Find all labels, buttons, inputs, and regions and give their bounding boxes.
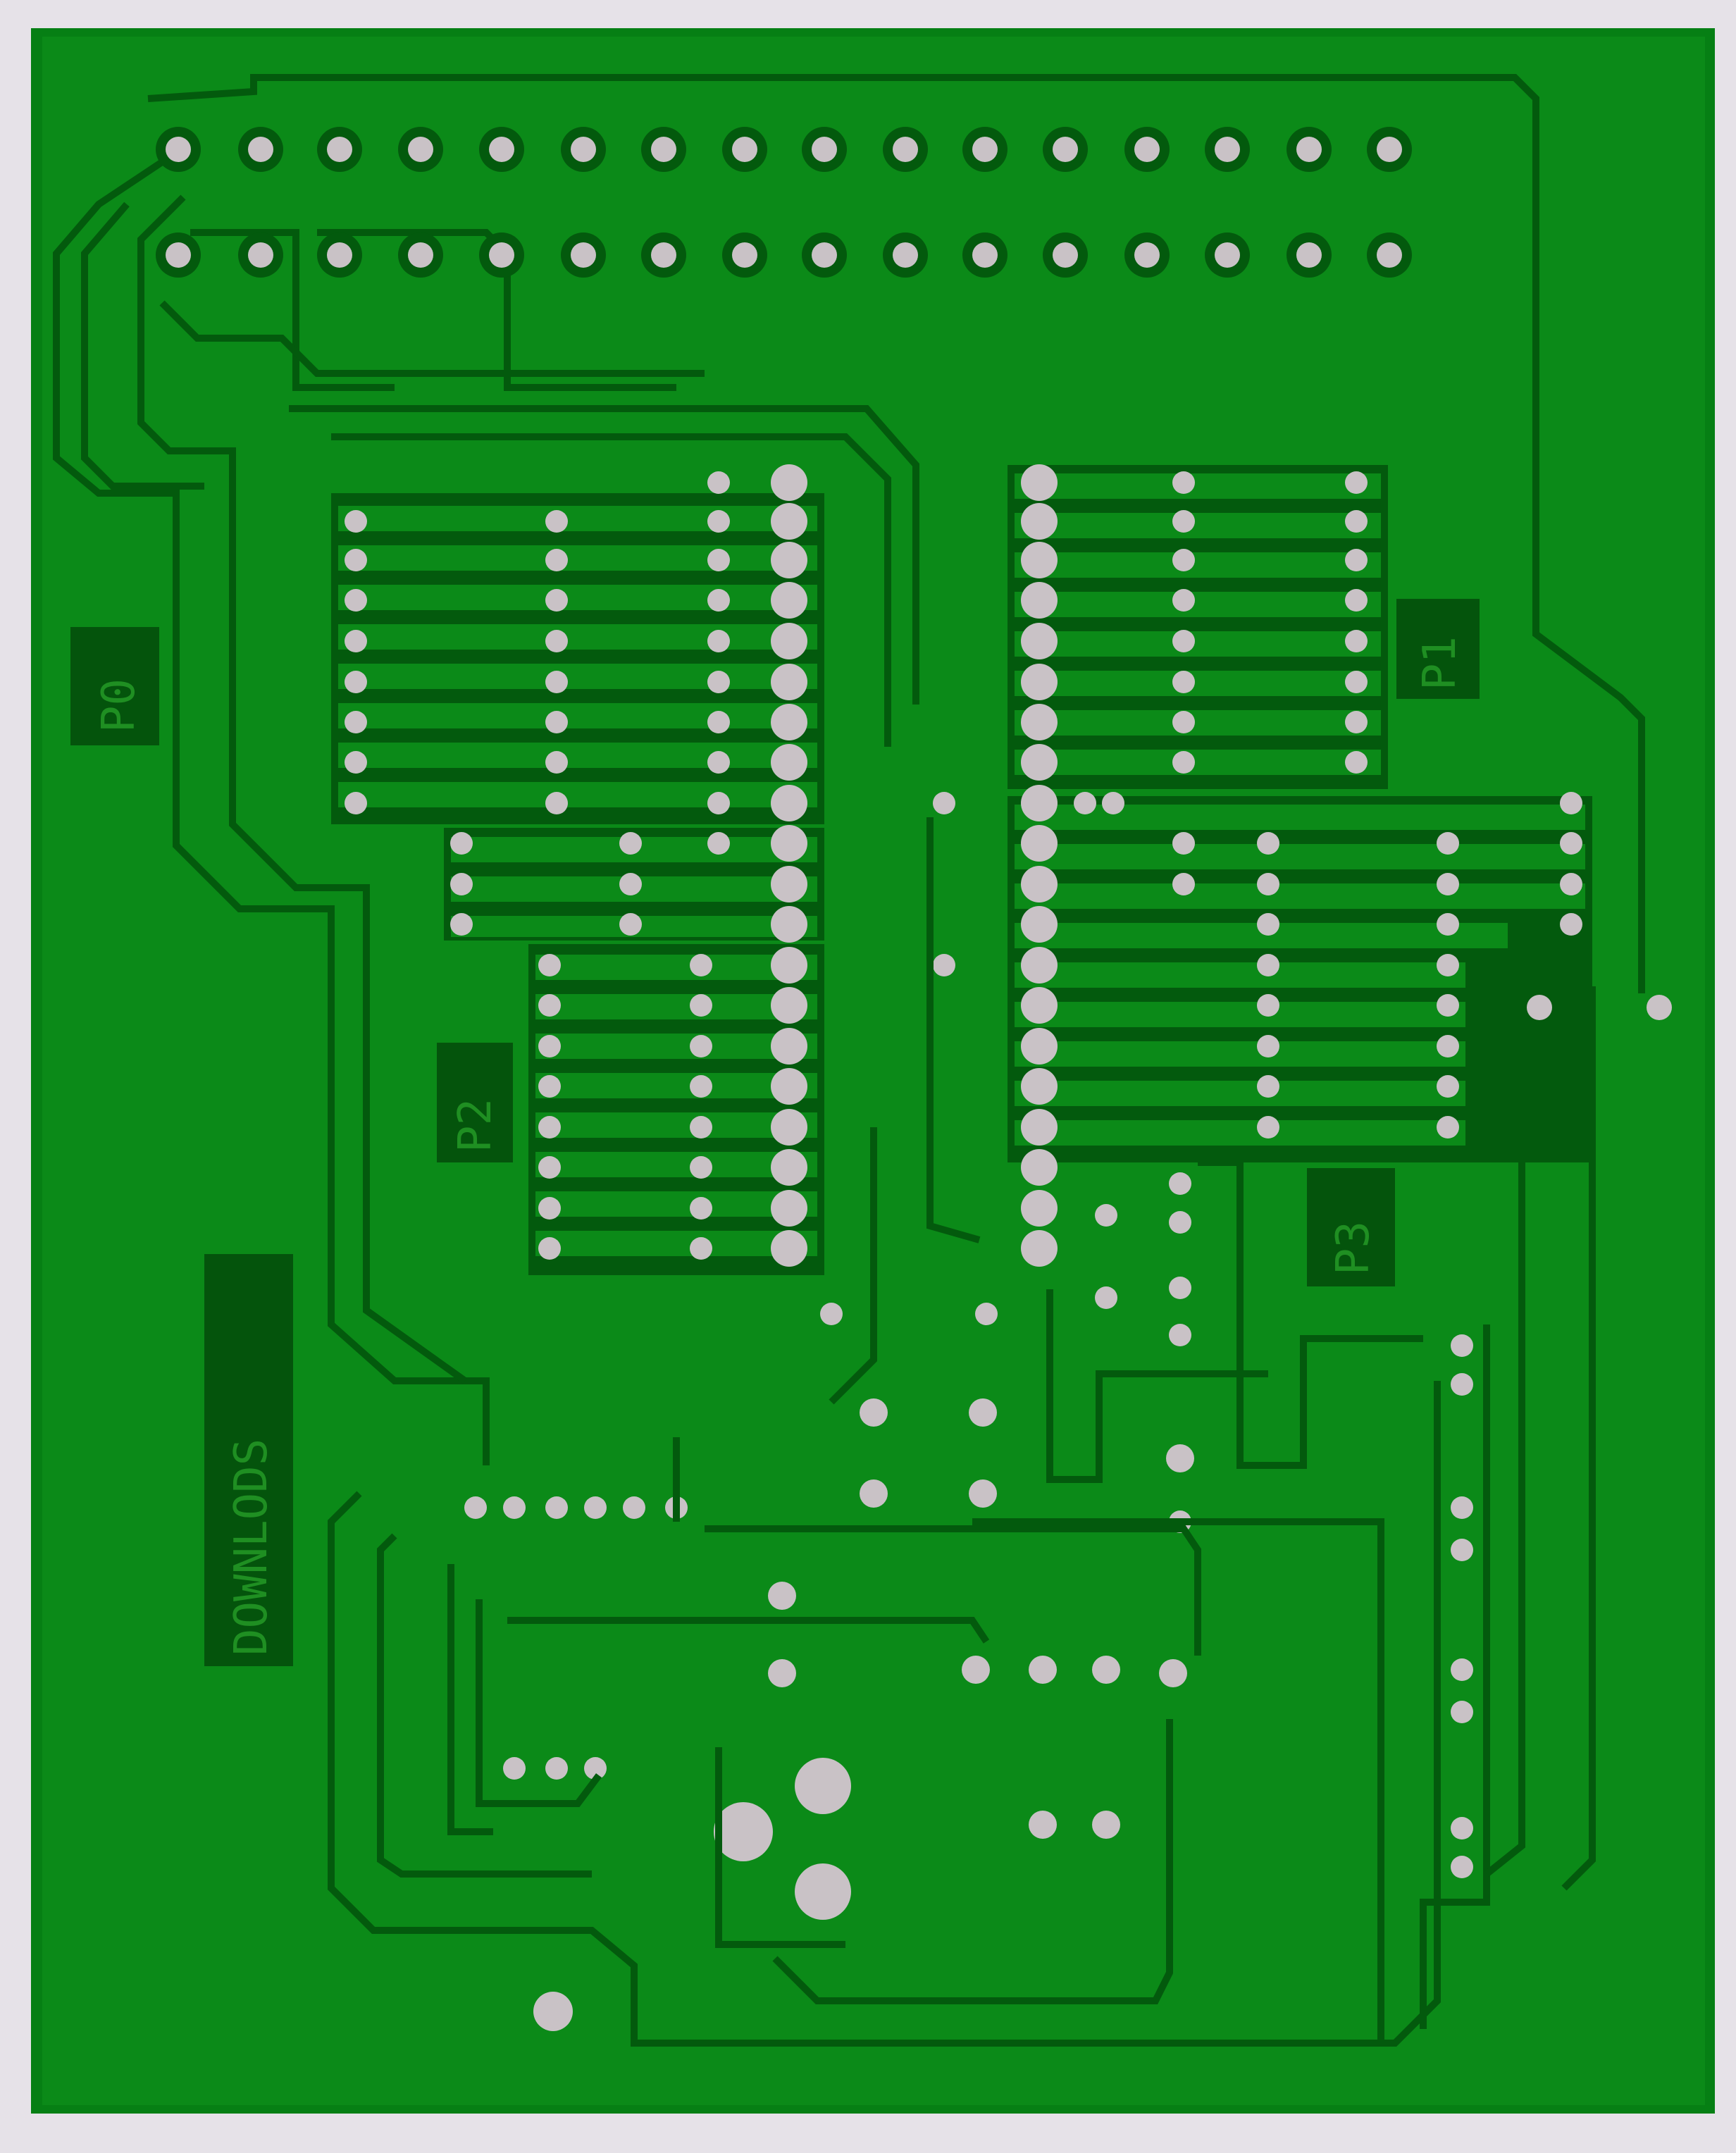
header-row-top xyxy=(156,127,1412,172)
silk-label-p1: P1 xyxy=(1396,599,1480,699)
silk-label-p2: P2 xyxy=(437,1043,513,1162)
silk-label-p3: P3 xyxy=(1307,1168,1395,1286)
pad-columns xyxy=(345,464,1672,2031)
trace-isolation xyxy=(53,74,1645,1465)
silk-label-downloads: DOWNLODS xyxy=(204,1254,293,1666)
lower-traces xyxy=(328,817,1596,2047)
svg-text:P1: P1 xyxy=(1414,636,1466,690)
right-bus-block xyxy=(1008,465,1592,1162)
left-bus-block xyxy=(331,493,824,1275)
svg-text:P0: P0 xyxy=(93,678,145,733)
silk-label-p0: P0 xyxy=(70,627,159,745)
svg-text:P3: P3 xyxy=(1327,1221,1380,1275)
svg-text:DOWNLODS: DOWNLODS xyxy=(225,1439,278,1656)
svg-text:P2: P2 xyxy=(450,1098,502,1153)
header-row-bottom xyxy=(156,232,1412,278)
